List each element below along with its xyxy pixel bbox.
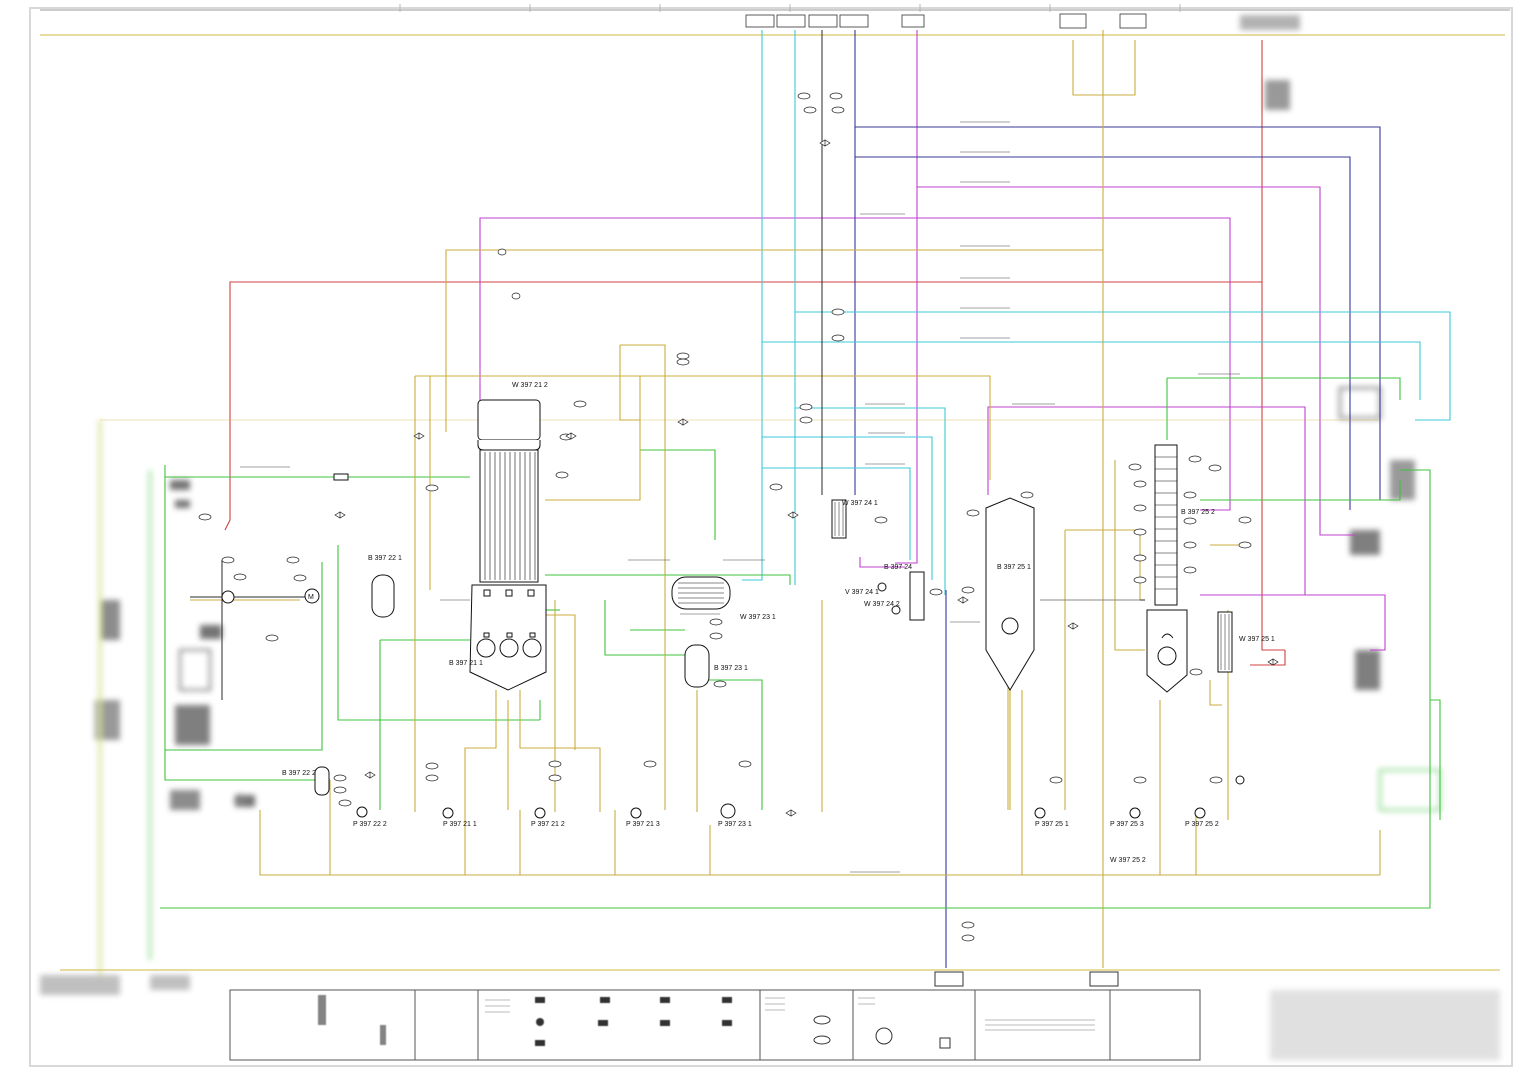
- tag-b-397-25-1: B 397 25 1: [997, 564, 1031, 571]
- tag-w-397-24-2: W 397 24 2: [864, 601, 900, 608]
- pumps: [356, 775, 1245, 819]
- instrument-bubbles: [198, 92, 1252, 942]
- tag-v-397-24-1: V 397 24 1: [845, 589, 879, 596]
- valve-marks: [334, 139, 1279, 817]
- tag-w-397-25-1: W 397 25 1: [1239, 636, 1275, 643]
- tag-w-397-21-2: W 397 21 2: [512, 382, 548, 389]
- magenta-process-lines: [479, 30, 1386, 651]
- vessel-b-397-22-2: [314, 766, 330, 796]
- green-process-lines: [160, 377, 1441, 909]
- tag-p-397-21-3: P 397 21 3: [626, 821, 660, 828]
- exchanger-w-397-24-1: [831, 499, 847, 539]
- title-block: [229, 971, 1500, 1061]
- tag-p-397-23-1: P 397 23 1: [718, 821, 752, 828]
- process-lines: [100, 30, 1451, 968]
- equipment: M: [221, 399, 1245, 819]
- tag-p-397-22-2: P 397 22 2: [353, 821, 387, 828]
- reactor-b-397-21-1: [469, 399, 547, 691]
- red-process-line: [224, 40, 1286, 666]
- equipment-tags: W 397 21 2 B 397 22 1 B 397 21 1 W 397 2…: [282, 382, 1275, 864]
- tag-w-397-24-1: W 397 24 1: [842, 500, 878, 507]
- svg-text:M: M: [308, 594, 314, 601]
- drawing-border: [29, 4, 1513, 1067]
- yellow-process-lines: [100, 30, 1381, 968]
- mixer-symbol: [221, 473, 349, 604]
- tag-b-397-22-2: B 397 22 2: [282, 770, 316, 777]
- line-number-stubs: [240, 121, 1240, 873]
- top-connector-tags: [745, 13, 1147, 29]
- tag-b-397-25-2: B 397 25 2: [1181, 509, 1215, 516]
- blurred-left-region: [40, 15, 1442, 995]
- exchanger-w-397-23-1: [671, 576, 731, 610]
- tag-p-397-21-2: P 397 21 2: [531, 821, 565, 828]
- tag-b-397-21-1: B 397 21 1: [449, 660, 483, 667]
- tag-p-397-21-1: P 397 21 1: [443, 821, 477, 828]
- tag-b-397-24: B 397 24: [884, 564, 912, 571]
- tag-p-397-25-2: P 397 25 2: [1185, 821, 1219, 828]
- vessel-b-397-22-1: [371, 574, 395, 618]
- motor-symbol: M: [304, 588, 320, 604]
- exchanger-w-397-25-1: [1217, 611, 1233, 673]
- tag-b-397-22-1: B 397 22 1: [368, 555, 402, 562]
- tag-b-397-23-1: B 397 23 1: [714, 665, 748, 672]
- tag-p-397-25-3: P 397 25 3: [1110, 821, 1144, 828]
- column-b-397-24: [877, 571, 925, 621]
- tag-p-397-25-1: P 397 25 1: [1035, 821, 1069, 828]
- column-b-397-25-2: [1146, 444, 1188, 693]
- vessel-b-397-23-1: [684, 644, 710, 688]
- cyan-process-lines: [742, 30, 1451, 595]
- vessel-b-397-25-1: [985, 497, 1035, 691]
- tag-w-397-25-2: W 397 25 2: [1110, 857, 1146, 864]
- tag-w-397-23-1: W 397 23 1: [740, 614, 776, 621]
